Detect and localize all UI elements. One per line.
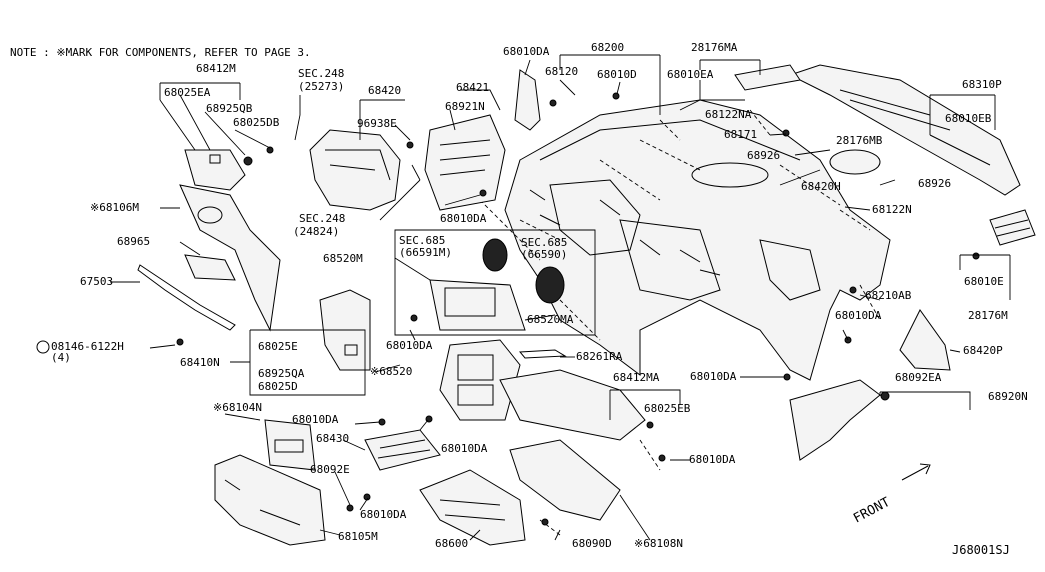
- front-arrow: [901, 463, 931, 481]
- label-68010EA: 68010EA: [667, 68, 714, 81]
- label-68171: 68171: [724, 128, 758, 141]
- label-sec248-a-sub: (25273): [298, 80, 345, 93]
- note-text: NOTE : ※MARK FOR COMPONENTS, REFER TO PA…: [10, 46, 311, 59]
- label-sec685-b-sub: (66590): [521, 248, 568, 261]
- label-68025EB: 68025EB: [644, 402, 691, 415]
- label-28176M: 28176M: [968, 309, 1008, 322]
- label-68410N: 68410N: [180, 356, 220, 369]
- diagram-reference: J68001SJ: [952, 543, 1010, 557]
- label-68261RA: 68261RA: [576, 350, 623, 363]
- label-68010DA-r2: 68010DA: [690, 370, 737, 383]
- label-sec685-a: SEC.685: [399, 234, 446, 247]
- label-68010E: 68010E: [964, 275, 1004, 288]
- label-67503: 67503: [80, 275, 114, 288]
- label-68122N: 68122N: [872, 203, 912, 216]
- vent-66591M: [482, 238, 508, 272]
- label-68120: 68120: [545, 65, 579, 78]
- label-68926-b: 68926: [918, 177, 952, 190]
- label-68010DA-r: 68010DA: [835, 309, 882, 322]
- label-68010DA-mid: 68010DA: [440, 212, 487, 225]
- label-68025D: 68025D: [258, 380, 298, 393]
- label-68010DA-c2: 68010DA: [441, 442, 488, 455]
- bolt-symbol-B: [36, 340, 50, 354]
- glove-box-68600: [419, 469, 526, 546]
- side-panel-68412M: [184, 149, 246, 191]
- label-68010D: 68010D: [597, 68, 637, 81]
- box-68430: [364, 429, 441, 471]
- top-pad-68310P: [788, 64, 1021, 196]
- cluster-lid-68520M: [429, 279, 526, 331]
- label-68412M: 68412M: [196, 62, 236, 75]
- label-68025E: 68025E: [258, 340, 298, 353]
- label-68926-a: 68926: [747, 149, 781, 162]
- label-sec248-b-sub: (24824): [293, 225, 340, 238]
- label-68520MA: 68520MA: [527, 313, 574, 326]
- lower-cover-68105M: [214, 454, 326, 546]
- label-68010DA-b: 68010DA: [360, 508, 407, 521]
- label-68104N: ※68104N: [213, 401, 262, 414]
- label-sec685-b: SEC.685: [521, 236, 568, 249]
- label-68520: ※68520: [370, 365, 413, 378]
- label-68010EB: 68010EB: [945, 112, 992, 125]
- label-68010DA-l: 68010DA: [292, 413, 339, 426]
- label-sec248-a: SEC.248: [298, 67, 345, 80]
- label-68520M: 68520M: [323, 252, 363, 265]
- label-68920N: 68920N: [988, 390, 1028, 403]
- finisher-68104N: [264, 419, 316, 471]
- label-68965: 68965: [117, 235, 151, 248]
- label-sec248-b: SEC.248: [299, 212, 346, 225]
- cover-68421: [514, 69, 541, 131]
- label-68025DB: 68025DB: [233, 116, 280, 129]
- label-68420: 68420: [368, 84, 402, 97]
- pocket-68965: [184, 254, 236, 281]
- label-sec685-a-sub: (66591M): [399, 246, 452, 259]
- label-68925QB: 68925QB: [206, 102, 253, 115]
- label-68090D: 68090D: [572, 537, 612, 550]
- label-68108N: ※68108N: [634, 537, 683, 550]
- label-68421: 68421: [456, 81, 490, 94]
- label-68925QA: 68925QA: [258, 367, 305, 380]
- label-28176MB: 28176MB: [836, 134, 883, 147]
- vent-28176MB: [829, 149, 881, 175]
- label-68310P: 68310P: [962, 78, 1002, 91]
- label-28176MA: 28176MA: [691, 41, 738, 54]
- bracket-68261RA: [518, 349, 567, 359]
- label-68200: 68200: [591, 41, 625, 54]
- vent-28176M: [989, 209, 1036, 246]
- label-68420H: 68420H: [801, 180, 841, 193]
- label-68010DA-c: 68010DA: [386, 339, 433, 352]
- glove-box-inner-68108N: [509, 439, 621, 521]
- label-68122NA: 68122NA: [705, 108, 752, 121]
- leader-lines: [110, 54, 1011, 541]
- label-68420P: 68420P: [963, 344, 1003, 357]
- label-68210AB: 68210AB: [865, 289, 912, 302]
- glovebox-lid-68412MA: [499, 369, 646, 441]
- center-finisher-68520: [439, 339, 521, 421]
- label-68600: 68600: [435, 537, 469, 550]
- label-68092E: 68092E: [310, 463, 350, 476]
- panel-68920N: [789, 379, 881, 461]
- label-68430: 68430: [316, 432, 350, 445]
- vent-28176MA: [734, 64, 801, 91]
- label-68025EA: 68025EA: [164, 86, 211, 99]
- instrument-panel-68200: [504, 99, 891, 381]
- label-68092EA: 68092EA: [895, 371, 942, 384]
- label-68105M: 68105M: [338, 530, 378, 543]
- cover-68420P: [899, 309, 951, 371]
- label-68921N: 68921N: [445, 100, 485, 113]
- panel-68921N: [424, 114, 506, 211]
- label-08146-6122H: 08146-6122H: [51, 340, 124, 353]
- label-68412MA: 68412MA: [613, 371, 660, 384]
- meter-hood-68420: [309, 129, 401, 211]
- vent-66590: [535, 266, 565, 304]
- label-68010DA-top: 68010DA: [503, 45, 550, 58]
- label-68106M: ※68106M: [90, 201, 139, 214]
- label-68010DA-r3: 68010DA: [689, 453, 736, 466]
- clips: [176, 92, 980, 526]
- bracket-67503: [137, 264, 236, 331]
- label-96938E: 96938E: [357, 117, 397, 130]
- label-08146-qty: (4): [51, 351, 71, 364]
